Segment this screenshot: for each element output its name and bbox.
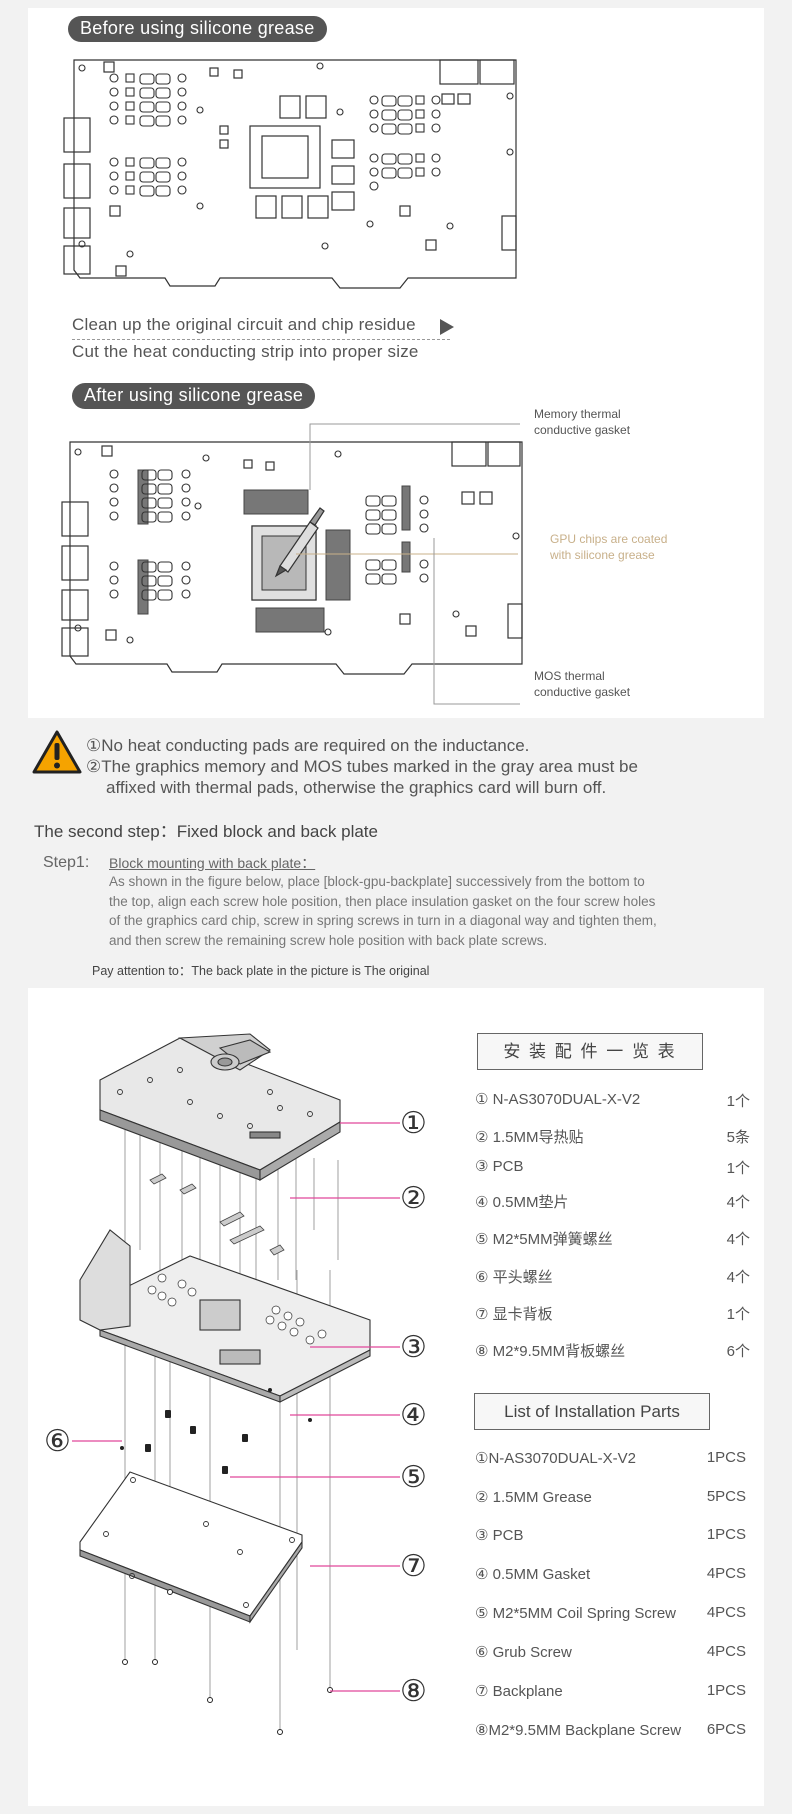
step-heading: The second step：Fixed block and back pla… [34,822,378,841]
parts-en-qty-7: 1PCS [706,1682,746,1699]
parts-en-title: List of Installation Parts [474,1393,710,1430]
mos-gasket-label: MOS thermal conductive gasket [534,669,631,699]
parts-cn-qty-3: 1个 [726,1160,750,1177]
before-caption-1: Clean up the original circuit and chip r… [72,315,416,334]
parts-en-qty-4: 4PCS [706,1565,746,1582]
parts-cn-row-1: ① N-AS3070DUAL-X-V2 [475,1091,641,1108]
before-pcb-diagram [63,59,517,289]
parts-cn-row-8: ⑧ M2*9.5MM背板螺丝 [475,1343,626,1360]
parts-en-row-4: ④ 0.5MM Gasket [475,1566,591,1583]
parts-cn-row-5: ⑤ M2*5MM弹簧螺丝 [475,1231,613,1248]
memory-gasket-label: Memory thermal conductive gasket [534,407,631,437]
parts-en-row-7: ⑦ Backplane [475,1683,563,1700]
parts-en-row-6: ⑥ Grub Screw [475,1644,572,1661]
parts-cn-title: 安 装 配 件 一 览 表 [477,1033,703,1070]
diagram-label-1: ① [400,1106,427,1141]
diagram-label-5: ⑤ [400,1460,427,1495]
parts-cn-row-3: ③ PCB [475,1158,524,1175]
parts-en-qty-1: 1PCS [706,1449,746,1466]
step-subtitle: Block mounting with back plate： [109,855,316,871]
step-note: Pay attention to：The back plate in the p… [92,964,430,978]
parts-en-qty-8: 6PCS [706,1721,746,1738]
parts-cn-qty-6: 4个 [726,1269,750,1286]
play-arrow-icon [440,319,454,335]
before-caption-2: Cut the heat conducting strip into prope… [72,342,419,361]
after-title: After using silicone grease [72,383,316,409]
parts-cn-qty-8: 6个 [726,1343,750,1360]
parts-cn-qty-4: 4个 [726,1194,750,1211]
exploded-assembly-diagram [72,1033,400,1735]
parts-cn-qty-1: 1个 [726,1093,750,1110]
parts-cn-qty-5: 4个 [726,1231,750,1248]
parts-en-row-3: ③ PCB [475,1527,524,1544]
warning-line-2: ②The graphics memory and MOS tubes marke… [86,757,638,776]
caption-divider [72,339,450,340]
diagram-label-3: ③ [400,1330,427,1365]
parts-cn-row-7: ⑦ 显卡背板 [475,1306,553,1323]
gpu-grease-label: GPU chips are coated with silicone greas… [550,532,668,562]
diagram-label-8: ⑧ [400,1674,427,1709]
parts-cn-qty-7: 1个 [726,1306,750,1323]
diagram-label-7: ⑦ [400,1549,427,1584]
parts-en-row-5: ⑤ M2*5MM Coil Spring Screw [475,1605,676,1622]
parts-en-qty-5: 4PCS [706,1604,746,1621]
parts-en-row-8: ⑧M2*9.5MM Backplane Screw [475,1722,682,1739]
parts-en-qty-2: 5PCS [706,1488,746,1505]
parts-cn-row-2: ② 1.5MM导热贴 [475,1129,584,1146]
parts-en-row-1: ①N-AS3070DUAL-X-V2 [475,1450,637,1467]
warning-line-3: affixed with thermal pads, otherwise the… [106,778,607,797]
diagram-label-4: ④ [400,1398,427,1433]
diagram-label-2: ② [400,1181,427,1216]
warning-line-1: ①No heat conducting pads are required on… [86,736,530,755]
parts-en-row-2: ② 1.5MM Grease [475,1489,592,1506]
after-pcb-diagram [61,423,523,705]
diagram-label-6: ⑥ [44,1424,71,1459]
before-title: Before using silicone grease [68,16,327,42]
step-body: As shown in the figure below, place [blo… [109,874,657,948]
warning-icon [32,730,82,774]
parts-cn-row-4: ④ 0.5MM垫片 [475,1194,569,1211]
parts-cn-row-6: ⑥ 平头螺丝 [475,1269,553,1286]
parts-en-qty-6: 4PCS [706,1643,746,1660]
step-label: Step1: [43,854,90,871]
parts-en-qty-3: 1PCS [706,1526,746,1543]
parts-cn-qty-2: 5条 [726,1129,750,1146]
